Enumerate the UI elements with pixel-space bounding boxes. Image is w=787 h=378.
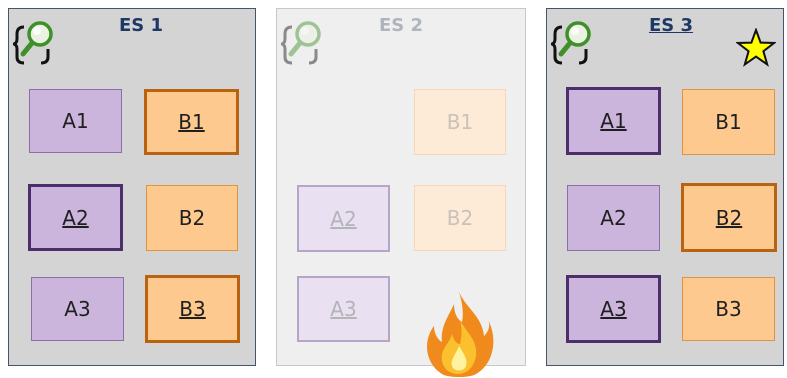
es1-panel: ES 1 A1 B1 A2 B2 A3 B3	[8, 8, 256, 366]
es2-title: ES 2	[378, 15, 424, 36]
es1-title: ES 1	[118, 15, 164, 36]
es2-box-b2: B2	[414, 185, 506, 251]
es2-box-b1: B1	[414, 89, 506, 155]
fire-icon	[427, 292, 494, 377]
es3-title: ES 3	[648, 15, 694, 36]
es2-box-a3: A3	[297, 276, 390, 342]
es1-box-a3: A3	[31, 277, 124, 341]
es1-box-a1: A1	[29, 89, 122, 153]
es3-box-a3: A3	[566, 275, 661, 343]
es3-panel: ES 3 A1 B1 A2 B2 A3 B3	[546, 8, 784, 366]
search-config-icon	[13, 17, 59, 69]
es1-box-b2: B2	[146, 185, 238, 251]
es3-box-b3: B3	[682, 277, 775, 341]
search-config-icon	[551, 17, 597, 69]
star-icon	[736, 28, 776, 67]
search-config-icon	[281, 17, 327, 69]
es1-box-b1: B1	[144, 89, 239, 155]
es2-box-a2: A2	[297, 185, 390, 252]
es1-box-a2: A2	[28, 184, 123, 251]
es3-box-b1: B1	[682, 89, 775, 155]
es2-panel: ES 2 B1 A2 B2 A3	[276, 8, 526, 366]
es3-box-b2: B2	[681, 183, 777, 252]
es1-box-b3: B3	[145, 275, 240, 343]
es3-box-a1: A1	[566, 87, 661, 155]
es3-box-a2: A2	[567, 185, 660, 251]
